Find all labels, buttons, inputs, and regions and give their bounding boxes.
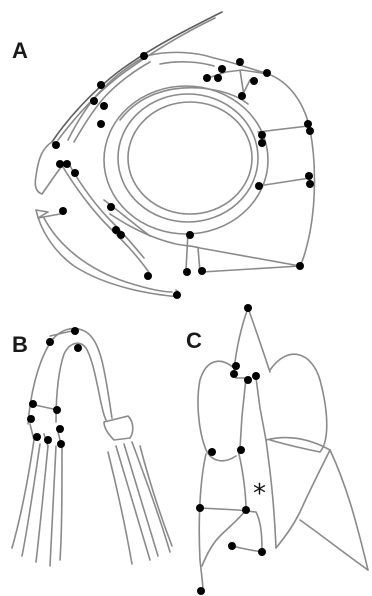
suborbital-cheek	[208, 70, 268, 96]
panel-a: A	[12, 12, 315, 299]
central-spine	[234, 308, 270, 372]
landmark-a-16	[183, 268, 191, 276]
landmark-c-5	[252, 372, 260, 380]
skull-roof-inner	[160, 62, 214, 66]
raker-left-1	[12, 440, 34, 548]
landmark-a-7	[56, 160, 64, 168]
landmark-a-18	[186, 231, 194, 239]
landmark-b-5	[53, 406, 61, 414]
landmark-a-13	[117, 231, 125, 239]
raker-right-4	[140, 446, 172, 546]
landmark-a-14	[144, 272, 152, 280]
landmark-b-3	[74, 344, 82, 352]
landmark-c-6	[208, 448, 216, 456]
panel-b: B	[12, 327, 172, 566]
landmark-c-11	[258, 548, 266, 556]
landmark-c-10	[228, 542, 236, 550]
raker-left-4	[50, 446, 56, 566]
lower-jaw-tip	[36, 210, 60, 218]
landmark-a-21	[218, 65, 226, 73]
landmark-a-4	[100, 102, 108, 110]
raker-left-5	[60, 448, 62, 560]
premaxilla	[60, 162, 150, 274]
landmark-a-29	[306, 127, 314, 135]
landmark-a-23	[263, 69, 271, 77]
lower-right-plate	[266, 438, 368, 570]
landmark-c-9	[242, 506, 250, 514]
neurocranium-outline	[202, 72, 315, 272]
landmark-b-1	[71, 327, 79, 335]
landmark-c-12	[197, 587, 205, 595]
landmark-a-31	[305, 172, 313, 180]
landmark-b-10	[57, 440, 65, 448]
raker-right-5	[108, 452, 132, 564]
landmark-a-30	[255, 182, 263, 190]
dentary	[36, 210, 179, 296]
orbit-inner	[128, 102, 252, 214]
landmark-a-2	[97, 81, 105, 89]
landmark-a-9	[71, 169, 79, 177]
panel-c-outlines	[198, 308, 368, 592]
landmark-c-2	[232, 362, 240, 370]
lower-left-plate	[199, 454, 206, 592]
landmark-a-3	[90, 97, 98, 105]
frontal-rod	[68, 56, 146, 140]
upper-jaw	[35, 142, 64, 194]
skull-roof	[146, 52, 262, 72]
panel-b-outlines	[12, 328, 172, 566]
landmark-a-27	[258, 139, 266, 147]
lower-left-base	[232, 546, 262, 552]
landmark-c-4	[244, 376, 252, 384]
landmark-b-7	[56, 425, 64, 433]
landmark-c-7	[237, 446, 245, 454]
orbit-middle	[118, 94, 258, 222]
landmark-a-20	[214, 74, 222, 82]
landmark-a-25	[238, 92, 246, 100]
asterisk-marker: *	[253, 479, 266, 509]
panel-label-c: C	[186, 328, 202, 353]
central-column-right	[256, 378, 266, 440]
landmark-c-1	[244, 304, 252, 312]
landmark-a-28	[304, 120, 312, 128]
dentary-lower	[44, 218, 172, 292]
landmark-a-11	[107, 203, 115, 211]
landmark-b-6	[27, 415, 35, 423]
landmark-a-8	[63, 160, 71, 168]
rostral-rod-inner	[58, 18, 215, 140]
hypobranchial	[104, 416, 133, 440]
panel-label-a: A	[12, 38, 28, 63]
landmark-a-26	[258, 131, 266, 139]
lower-right-diag	[276, 450, 330, 548]
landmark-a-17	[198, 267, 206, 275]
landmark-a-24	[250, 77, 258, 85]
landmark-a-19	[203, 74, 211, 82]
lower-mid-link	[266, 440, 276, 548]
landmark-a-32	[306, 180, 314, 188]
left-lobe	[198, 361, 236, 461]
landmark-a-33	[296, 262, 304, 270]
landmark-b-4	[29, 400, 37, 408]
panel-c: C *	[186, 304, 368, 595]
landmark-a-15	[173, 291, 181, 299]
panel-label-b: B	[12, 332, 28, 357]
landmark-a-5	[97, 120, 105, 128]
landmark-b-8	[33, 433, 41, 441]
panel-b-landmarks	[27, 327, 82, 448]
arch-inner	[56, 343, 106, 422]
landmark-b-9	[44, 436, 52, 444]
landmark-b-2	[46, 338, 54, 346]
panel-a-outlines	[35, 12, 314, 296]
arch-outer	[28, 328, 112, 424]
landmark-a-10	[59, 207, 67, 215]
landmark-c-3	[230, 370, 238, 378]
landmark-c-8	[196, 504, 204, 512]
central-column-left	[236, 378, 246, 448]
landmark-a-22	[236, 58, 244, 66]
landmark-a-1	[140, 52, 148, 60]
landmark-a-6	[52, 141, 60, 149]
